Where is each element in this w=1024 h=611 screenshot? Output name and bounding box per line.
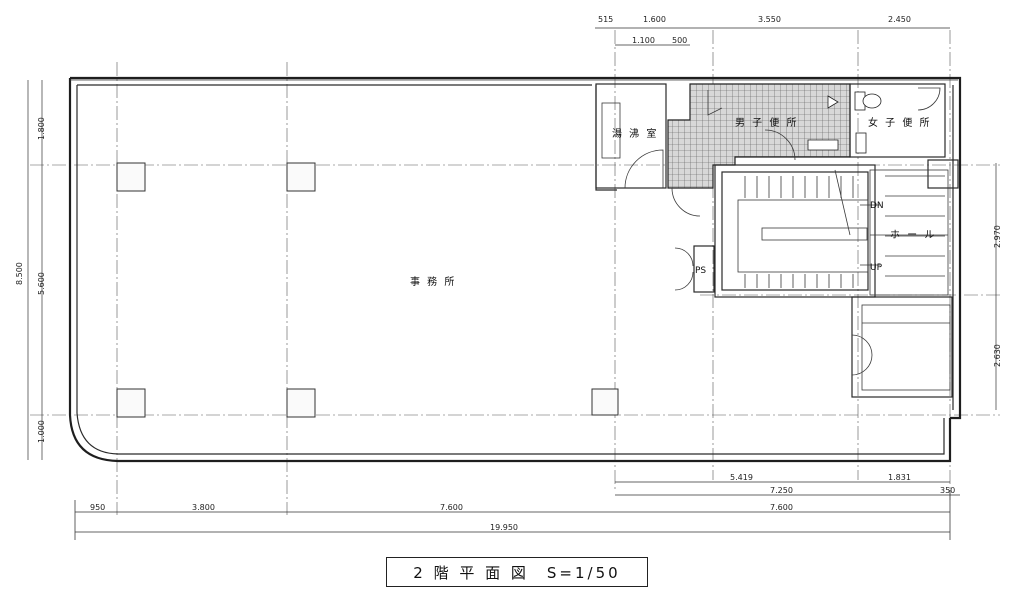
stair-treads [744, 175, 945, 288]
stair-up-label: UP [870, 263, 883, 273]
columns [116, 162, 619, 418]
dim-top-2450: 2.450 [888, 15, 911, 24]
kitchen-room [595, 83, 667, 189]
dim-bottom-7250: 7.250 [770, 486, 793, 495]
dim-bottom-1831: 1.831 [888, 473, 911, 482]
stairwell [714, 164, 949, 298]
room-labels: 事 務 所 湯 沸 室 男 子 便 所 女 子 便 所 ホ ー ル PS DN … [410, 116, 936, 288]
office-label: 事 務 所 [410, 275, 456, 288]
dim-left-1800: 1.800 [37, 117, 46, 140]
dim-left-1000: 1.000 [37, 420, 46, 443]
dim-top-3550: 3.550 [758, 15, 781, 24]
dim-bottom-3800: 3.800 [192, 503, 215, 512]
hall-label: ホ ー ル [890, 229, 936, 241]
womens-toilet-label: 女 子 便 所 [868, 116, 932, 129]
drawing-title: 2 階 平 面 図 S=1/50 [386, 557, 648, 587]
dim-top-1600: 1.600 [643, 15, 666, 24]
dim-total: 19.950 [490, 523, 518, 532]
dim-left-8500: 8.500 [15, 262, 24, 285]
dim-bottom-7600-b: 7.600 [770, 503, 793, 512]
dim-bottom-5419: 5.419 [730, 473, 753, 482]
dimension-texts: 515 1.600 1.100 500 3.550 2.450 1.800 8.… [15, 15, 1002, 532]
dim-top-1100: 1.100 [632, 36, 655, 45]
ps-shaft [671, 187, 715, 293]
service-area [851, 296, 953, 398]
ps-label: PS [695, 266, 706, 276]
dim-right-2970: 2.970 [993, 225, 1002, 248]
dim-top-500: 500 [672, 36, 687, 45]
dim-right-2630: 2.630 [993, 344, 1002, 367]
mens-toilet-label: 男 子 便 所 [735, 116, 799, 129]
dimension-lines [27, 27, 997, 540]
dim-bottom-950: 950 [90, 503, 105, 512]
dim-left-5600: 5.600 [37, 272, 46, 295]
womens-toilet-room [849, 83, 959, 189]
dim-bottom-7600-a: 7.600 [440, 503, 463, 512]
dim-bottom-350: 350 [940, 486, 955, 495]
kitchen-label: 湯 沸 室 [612, 127, 658, 140]
grid-lines [30, 30, 1000, 515]
dim-top-515: 515 [598, 15, 613, 24]
outer-walls [68, 76, 962, 463]
stair-down-label: DN [870, 201, 884, 211]
